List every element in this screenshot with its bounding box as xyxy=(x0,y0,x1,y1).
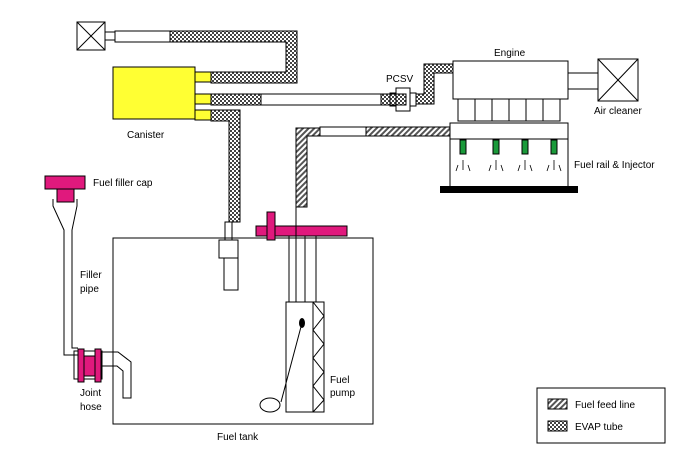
fuel-pump-label-1: Fuel xyxy=(330,375,349,386)
vent-connector xyxy=(104,31,116,41)
intake-manifold-walls xyxy=(449,139,569,186)
fuel-feed-hose xyxy=(319,126,367,137)
fuel-feed-line xyxy=(295,127,321,208)
evap-tube-purge-a xyxy=(210,93,262,106)
fuel-filler-cap xyxy=(44,175,86,203)
legend-evap-label: EVAP tube xyxy=(575,422,623,433)
canister-label: Canister xyxy=(127,130,165,141)
fuel-feed-line-rail xyxy=(365,126,451,137)
fuel-tank-label: Fuel tank xyxy=(217,432,259,443)
intake-duct xyxy=(567,72,599,90)
fuel-filler-cap-label: Fuel filler cap xyxy=(93,178,153,189)
fuel-tank xyxy=(112,237,374,425)
injectors xyxy=(455,139,562,172)
legend-box xyxy=(536,387,666,444)
filler-pipe xyxy=(52,199,78,356)
engine-block xyxy=(452,60,569,100)
pcsv-label: PCSV xyxy=(386,74,414,85)
canister xyxy=(112,66,196,120)
pump-tubes xyxy=(288,207,317,302)
joint-hose-label-1: Joint xyxy=(80,388,101,399)
purge-hose xyxy=(260,93,382,106)
fuel-pump-flange xyxy=(255,211,348,241)
fuel-rail-label: Fuel rail & Injector xyxy=(574,160,655,171)
canister-port-top xyxy=(194,71,212,83)
fuel-pump-label-2: pump xyxy=(330,388,355,399)
engine-cylinders xyxy=(457,98,561,122)
filler-pipe-label-1: Filler xyxy=(80,270,102,281)
float xyxy=(259,397,281,413)
legend: Fuel feed line EVAP tube xyxy=(536,387,666,444)
air-cleaner xyxy=(597,58,639,102)
tank-inlet-pipe xyxy=(102,351,132,399)
fuel-rail xyxy=(449,122,569,140)
joint-hose-label-2: hose xyxy=(80,402,102,413)
fuel-pump-strainer xyxy=(312,301,325,413)
fuel-pump-module xyxy=(285,301,325,413)
evap-tube-purge-b xyxy=(380,93,407,106)
legend-swatch-evap xyxy=(547,420,568,432)
filler-pipe-label-2: pipe xyxy=(80,284,99,295)
engine-label: Engine xyxy=(494,48,526,59)
legend-swatch-fuel-feed xyxy=(547,398,568,410)
rollover-valve xyxy=(218,221,239,291)
engine-base xyxy=(440,186,578,193)
vent-hose xyxy=(114,30,171,43)
canister-port-middle xyxy=(194,93,212,105)
air-cleaner-label: Air cleaner xyxy=(594,106,642,117)
vent-filter xyxy=(76,21,106,51)
joint-hose xyxy=(73,348,103,383)
legend-fuel-feed-label: Fuel feed line xyxy=(575,400,635,411)
float-arm xyxy=(280,322,303,403)
evap-tube-canister-tank xyxy=(210,109,241,223)
canister-port-bottom xyxy=(194,109,212,121)
evap-tube-pcsv-engine xyxy=(415,63,454,105)
